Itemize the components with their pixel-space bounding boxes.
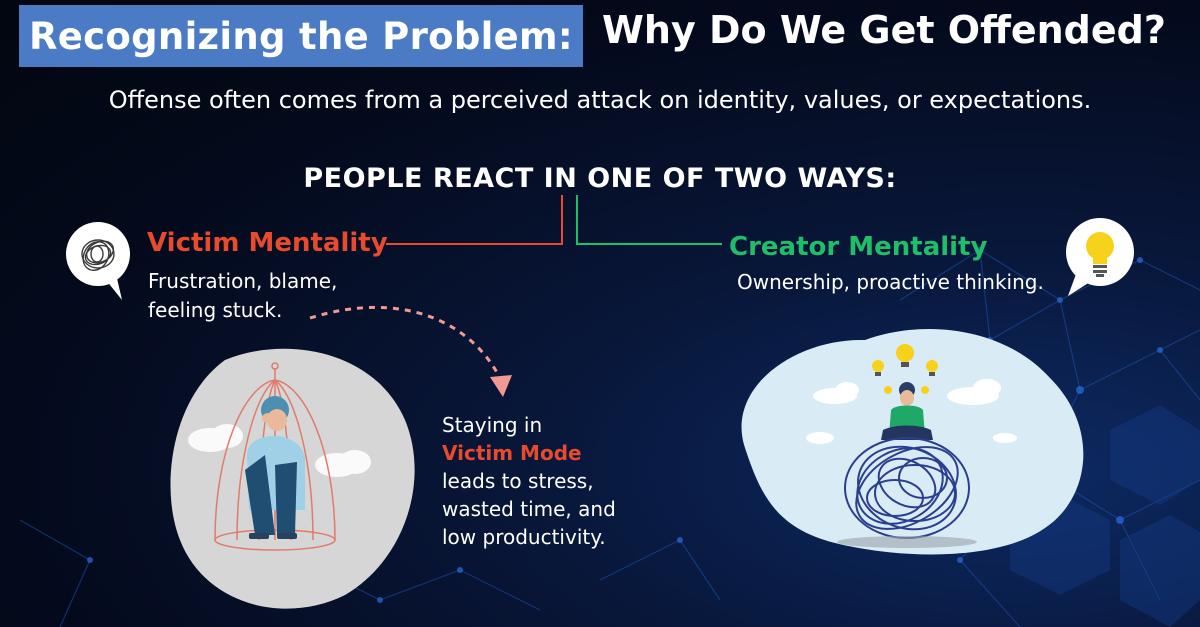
victim-mode-label: Victim Mode bbox=[442, 441, 582, 465]
creator-meditating-illustration bbox=[741, 328, 1084, 555]
dashed-arrow-head bbox=[490, 375, 512, 397]
subtitle: Offense often comes from a perceived att… bbox=[108, 86, 1092, 114]
victim-connector-line bbox=[386, 195, 563, 245]
consequence-line-1: Staying in bbox=[442, 413, 543, 437]
reaction-heading: PEOPLE REACT IN ONE OF TWO WAYS: bbox=[303, 163, 897, 194]
title-highlight: Recognizing the Problem: bbox=[29, 14, 573, 58]
creator-mentality-title: Creator Mentality bbox=[729, 232, 988, 262]
consequence-line-2: leads to stress, bbox=[442, 469, 594, 493]
caged-person-illustration bbox=[170, 348, 415, 609]
creator-description: Ownership, proactive thinking. bbox=[737, 270, 1044, 294]
creator-connector-line bbox=[576, 195, 722, 245]
consequence-line-3: wasted time, and bbox=[442, 497, 616, 521]
title-highlight-badge: Recognizing the Problem: bbox=[19, 5, 583, 67]
consequence-line-4: low productivity. bbox=[442, 525, 606, 549]
victim-mentality-title: Victim Mentality bbox=[147, 228, 388, 258]
dashed-arrow-path bbox=[309, 305, 502, 379]
tangled-thought-bubble-icon bbox=[66, 222, 130, 300]
victim-mode-consequence: Staying in Victim Mode leads to stress, … bbox=[442, 411, 662, 551]
victim-description-line-2: feeling stuck. bbox=[148, 298, 283, 322]
title-question: Why Do We Get Offended? bbox=[602, 8, 1166, 52]
victim-description: Frustration, blame, feeling stuck. bbox=[148, 267, 378, 325]
victim-description-line-1: Frustration, blame, bbox=[148, 269, 338, 293]
lightbulb-icon bbox=[1066, 218, 1134, 296]
